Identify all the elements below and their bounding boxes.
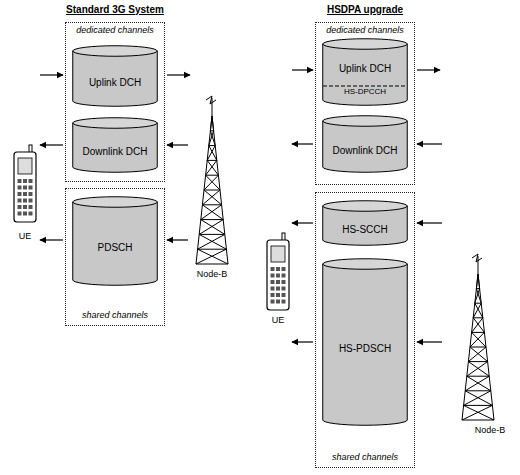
channel-group: shared channels HS-SCCH HS-PDSCH [315,192,415,468]
flow-arrow [417,222,442,223]
channel-cylinder: Downlink DCH [72,117,158,173]
flow-arrow [417,69,440,70]
group-label: dedicated channels [66,26,164,36]
flow-arrow [167,74,190,75]
tower-icon [462,254,494,420]
cylinder-shape [322,258,408,426]
channel-name: Uplink DCH [72,77,158,88]
panel-title: HSDPA upgrade [327,4,403,15]
channel-group: shared channels PDSCH [65,188,165,326]
flow-arrow [292,69,313,70]
group-label: shared channels [316,453,414,463]
flow-arrow [40,74,63,75]
channel-cylinder: Downlink DCH [322,115,408,173]
channel-name: Downlink DCH [72,146,158,157]
cylinder-shape [322,115,408,173]
channel-group: dedicated channelsUplink DCH HS-DPCCH Down… [315,22,415,185]
channel-group: dedicated channelsUplink DCH Downlink DCH [65,22,165,182]
flow-arrow [292,143,313,144]
channel-name: PDSCH [72,242,158,253]
phone-icon [14,145,36,222]
channel-name: HS-DPCCH [322,88,408,97]
flow-arrow [40,144,63,145]
panel-title: Standard 3G System [66,4,164,15]
station-label: Node-B [475,426,506,436]
station-label: Node-B [197,270,228,280]
flow-arrow [292,341,313,342]
channel-name: Uplink DCH [322,63,408,74]
channel-cylinder: HS-SCCH [322,200,408,246]
flow-arrow [167,239,188,240]
flow-arrow [417,341,442,342]
cylinder-shape [322,200,408,246]
phone-icon [267,233,289,310]
flow-arrow [167,144,188,145]
group-label: shared channels [66,311,164,321]
device-label: UE [19,232,32,242]
channel-cylinder: PDSCH [72,196,158,286]
cylinder-shape [72,45,158,107]
cylinder-shape [72,196,158,286]
device-label: UE [272,316,285,326]
flow-arrow [292,222,313,223]
tower-icon [196,96,228,264]
flow-arrow [40,239,63,240]
channel-name: HS-PDSCH [322,343,408,354]
channel-cylinder: HS-PDSCH [322,258,408,426]
channel-name: Downlink DCH [322,145,408,156]
group-label: dedicated channels [316,26,414,36]
channel-cylinder: Uplink DCH HS-DPCCH [322,38,408,106]
channel-name: HS-SCCH [322,224,408,235]
channel-cylinder: Uplink DCH [72,45,158,107]
cylinder-shape [72,117,158,173]
flow-arrow [417,143,442,144]
